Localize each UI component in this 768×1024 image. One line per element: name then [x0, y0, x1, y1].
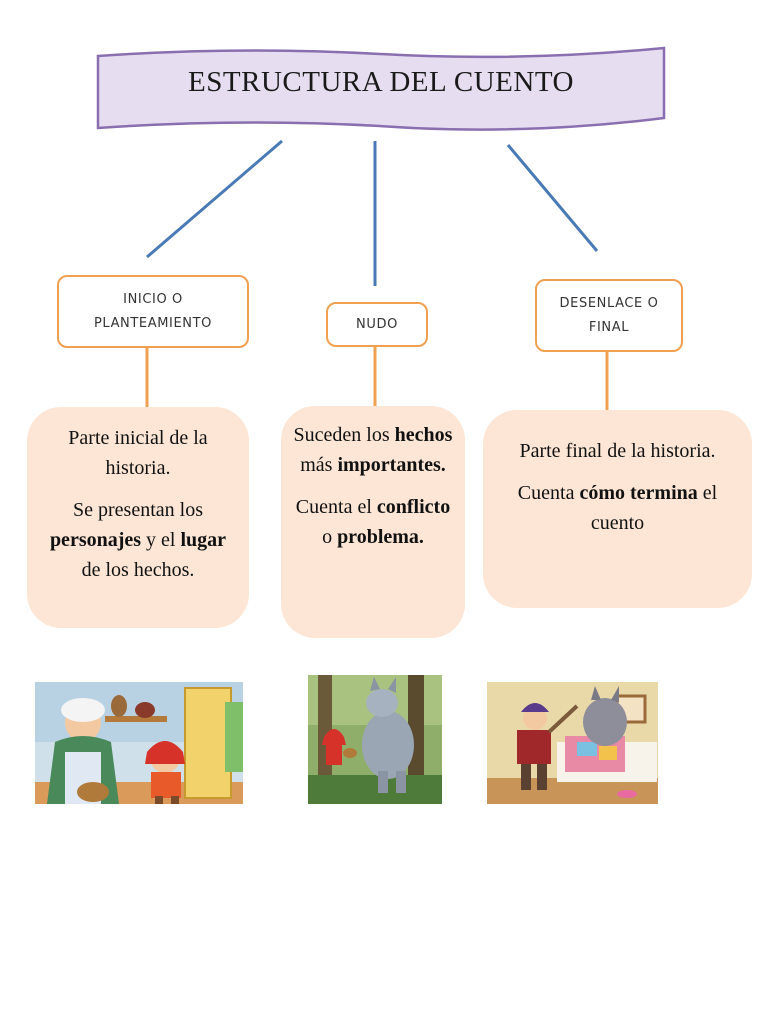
card-desenlace-p2: Cuenta cómo termina el cuento	[517, 482, 718, 534]
card-nudo-p2: Cuenta el conflicto o problema.	[295, 496, 451, 548]
title-banner	[96, 46, 666, 131]
connector-title-inicio	[146, 139, 283, 259]
card-nudo: Suceden los hechos más importantes. Cuen…	[281, 406, 465, 638]
illustration-nudo	[308, 675, 442, 804]
connector-title-desenlace	[506, 144, 599, 252]
card-inicio-p2: Se presentan los personajes y el lugar d…	[49, 499, 227, 581]
card-desenlace-p1: Parte final de la historia.	[519, 440, 716, 462]
diagram-title: ESTRUCTURA DEL CUENTO	[188, 66, 574, 98]
card-inicio: Parte inicial de la historia. Se present…	[27, 407, 249, 628]
label-nudo: NUDO	[326, 302, 428, 347]
illustration-inicio	[35, 682, 243, 804]
card-inicio-p1: Parte inicial de la historia.	[68, 427, 208, 479]
illustration-desenlace	[487, 682, 658, 804]
card-nudo-p1: Suceden los hechos más importantes.	[293, 424, 453, 476]
card-desenlace: Parte final de la historia. Cuenta cómo …	[483, 410, 752, 608]
